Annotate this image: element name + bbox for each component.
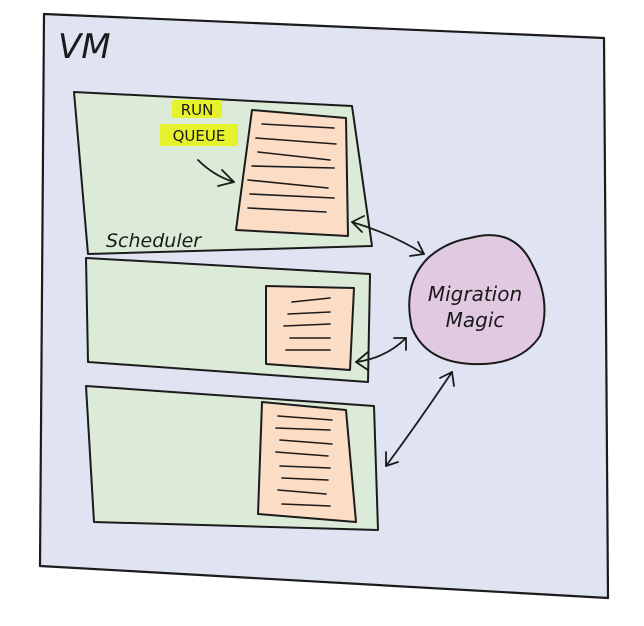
- run-queue-label-line1: RUN: [181, 101, 214, 119]
- run-queue-label-line2: QUEUE: [173, 127, 226, 145]
- migration-magic-blob: [408, 234, 546, 366]
- migration-arrow-3: [385, 371, 455, 467]
- run-queue-1: [235, 109, 349, 237]
- run-queue-pointer-arrowhead: [217, 169, 235, 187]
- scheduler-label: Scheduler: [106, 230, 202, 252]
- migration-arrow-2: [355, 337, 407, 371]
- migration-arrow-1: [351, 215, 425, 257]
- migration-label-line1: Migration: [428, 282, 522, 306]
- run-queue-highlight-line2: [160, 124, 238, 146]
- run-queue-3-lines: [275, 415, 333, 507]
- run-queue-2: [265, 285, 355, 371]
- run-queue-3: [257, 401, 357, 523]
- run-queue-pointer-arrow: [197, 159, 235, 183]
- run-queue-highlight-line1: [172, 100, 222, 118]
- run-queue-2-lines: [283, 297, 331, 351]
- run-queue-1-lines: [247, 123, 337, 213]
- vm-label: VM: [58, 27, 111, 67]
- migration-label-line2: Magic: [446, 308, 505, 332]
